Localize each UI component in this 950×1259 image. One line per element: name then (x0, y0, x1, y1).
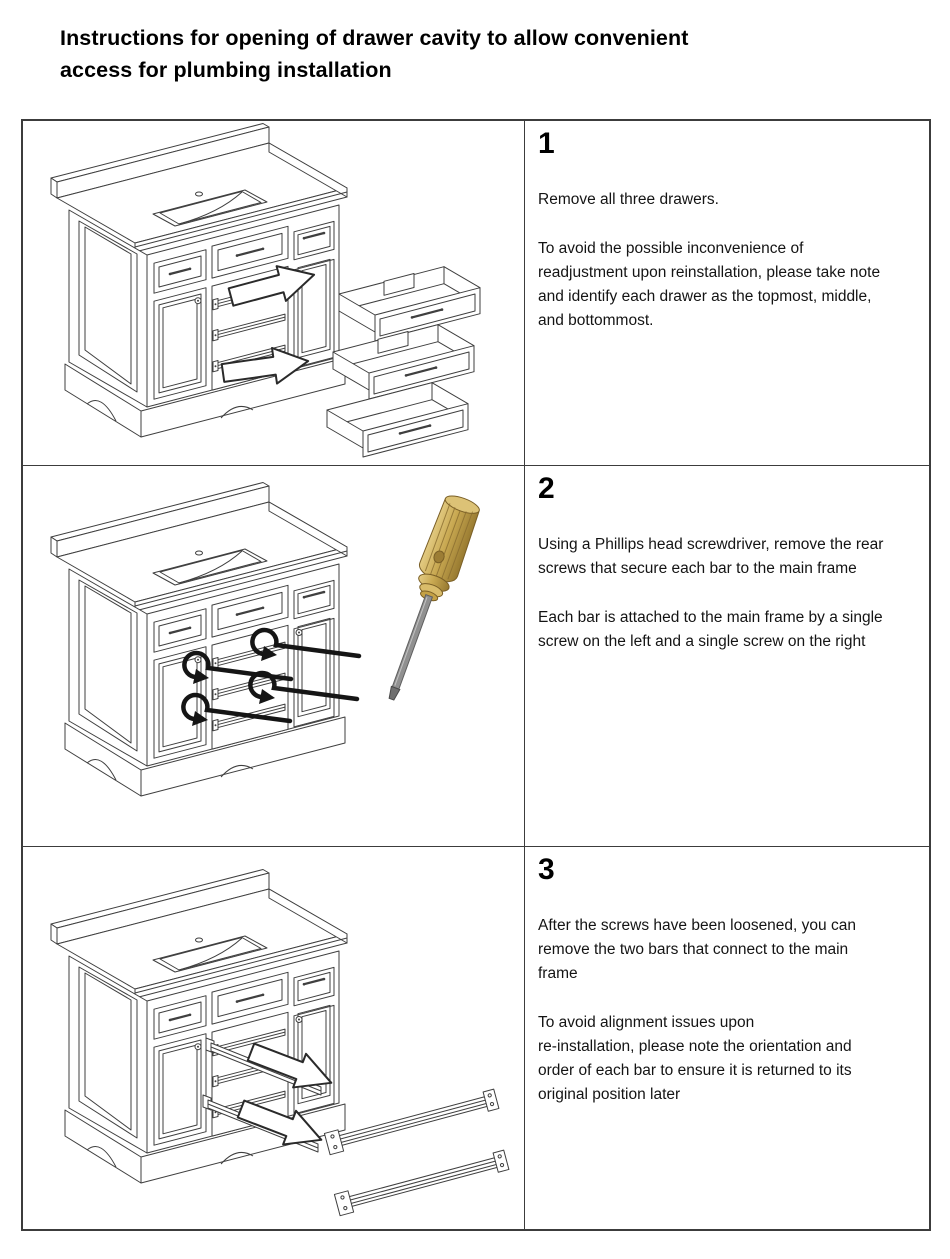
step-paragraph: Each bar is attached to the main frame b… (538, 609, 883, 650)
page-title: Instructions for opening of drawer cavit… (60, 26, 689, 82)
step-number: 3 (538, 853, 555, 886)
step-row-1: 1 Remove all three drawers. To avoid the… (23, 121, 929, 465)
steps-table: 1 Remove all three drawers. To avoid the… (21, 119, 931, 1231)
step-paragraph: To avoid alignment issues upon re-instal… (538, 1014, 852, 1103)
step-1-illustration-vanity-drawers-removed (49, 122, 482, 459)
step-3-text-cell: 3 After the screws have been loosened, y… (524, 847, 929, 1229)
drawer-rail-drawing (323, 1087, 500, 1156)
step-row-2: 2 Using a Phillips head screwdriver, rem… (23, 465, 929, 846)
step-paragraph: Using a Phillips head screwdriver, remov… (538, 536, 884, 577)
screwdriver-icon (388, 495, 480, 701)
removed-drawer-stack (325, 265, 482, 459)
step-number: 2 (538, 472, 555, 505)
vanity-cabinet-drawing (49, 481, 349, 798)
detached-rails (323, 1087, 510, 1217)
step-1-illustration-cell (23, 121, 524, 465)
step-paragraph: Remove all three drawers. (538, 191, 719, 208)
drawer-box-drawing (325, 381, 470, 459)
step-row-3: 3 After the screws have been loosened, y… (23, 846, 929, 1229)
drawer-rail-drawing (333, 1148, 510, 1217)
step-3-illustration-cell (23, 847, 524, 1229)
step-2-illustration-screwdriver (49, 481, 480, 798)
step-1-text-cell: 1 Remove all three drawers. To avoid the… (524, 121, 929, 465)
step-paragraph: To avoid the possible inconvenience of r… (538, 240, 881, 329)
step-number: 1 (538, 127, 555, 160)
step-paragraph: After the screws have been loosened, you… (538, 917, 856, 982)
step-3-illustration-bars-removed (49, 868, 510, 1217)
step-2-illustration-cell (23, 466, 524, 846)
step-2-text-cell: 2 Using a Phillips head screwdriver, rem… (524, 466, 929, 846)
